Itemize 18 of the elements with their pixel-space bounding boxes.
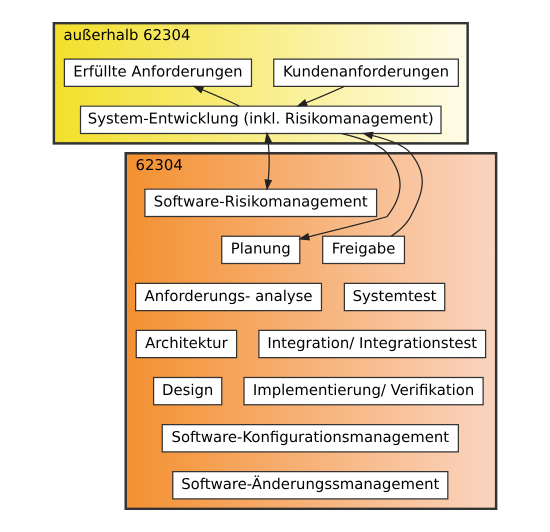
node-box: Systemtest	[344, 282, 446, 312]
node-box: Integration/ Integrationstest	[258, 330, 486, 358]
arrow	[192, 86, 240, 107]
node-box: Design	[152, 376, 222, 406]
node-box: Implementierung/ Verifikation	[243, 376, 484, 406]
node-box: Anforderungs- analyse	[135, 282, 322, 312]
node-box: Freigabe	[322, 236, 406, 264]
node-box: System-Entwicklung (inkl. Risikomanagement)	[80, 106, 442, 134]
node-box: Planung	[221, 236, 300, 264]
node-box: Software-Änderungssmanagement	[172, 471, 448, 500]
node-box: Kundenanforderungen	[273, 58, 459, 87]
node-box: Software-Konfigurationsmanagement	[162, 424, 459, 452]
arrow	[362, 132, 423, 237]
node-box: Architektur	[136, 330, 238, 358]
arrow	[296, 86, 345, 107]
node-box: Software-Risikomanagement	[144, 188, 378, 218]
arrow	[264, 132, 272, 191]
node-box: Erfüllte Anforderungen	[64, 58, 252, 87]
